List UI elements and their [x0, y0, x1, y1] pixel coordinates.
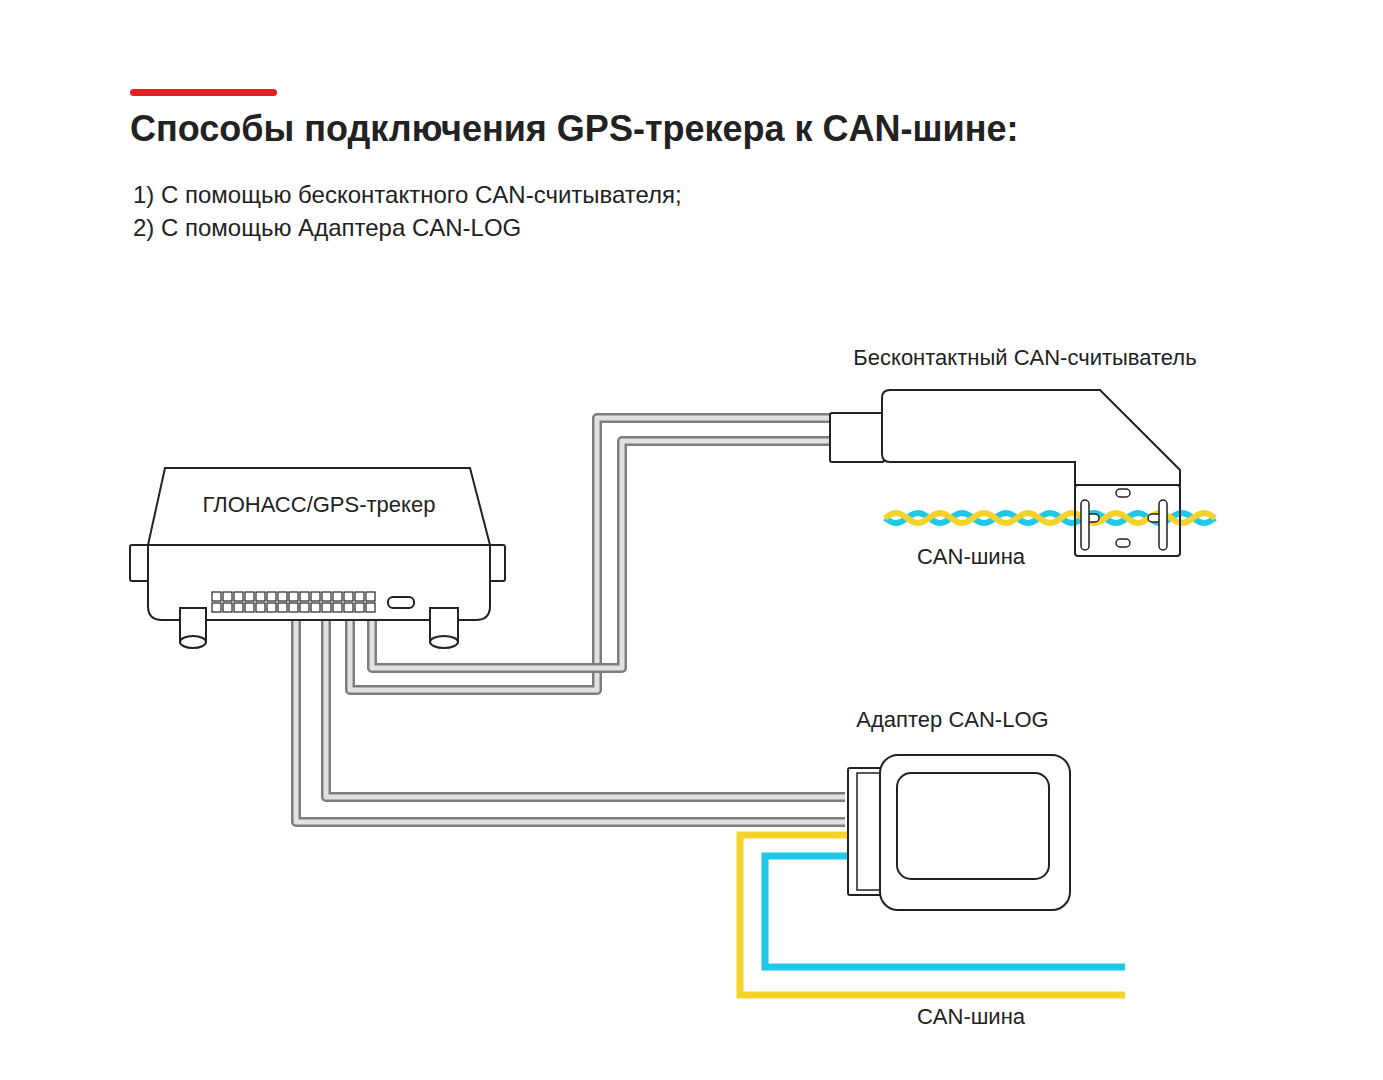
- reader-body: [882, 390, 1180, 485]
- box-label: ГЛОНАСС/GPS-трекер: [148, 492, 490, 518]
- connector-pin: [223, 592, 232, 601]
- adapter-body: [880, 755, 1070, 910]
- connector-pin: [256, 603, 265, 612]
- connector-pin: [289, 592, 298, 601]
- connector-pin: [223, 603, 232, 612]
- connector-pin: [366, 592, 375, 601]
- can-log-adapter: Адаптер CAN-LOG: [845, 705, 1075, 915]
- cable-inner: [326, 653, 845, 797]
- connector-pin: [311, 592, 320, 601]
- bracket-hole: [1116, 489, 1130, 497]
- cable-outer: [296, 653, 845, 822]
- connector-pin: [267, 603, 276, 612]
- connector-pin: [300, 592, 309, 601]
- bus-label: CAN-шина: [914, 544, 1028, 570]
- device-heading: Адаптер CAN-LOG: [845, 707, 1060, 733]
- connector-pin: [333, 603, 342, 612]
- connector-pin: [344, 592, 353, 601]
- mount-bracket: [1075, 485, 1180, 556]
- connector-pin: [256, 592, 265, 601]
- cable-collar: [830, 413, 884, 462]
- connector-pin: [245, 603, 254, 612]
- connector-pin: [289, 603, 298, 612]
- antenna-connector: [180, 636, 206, 648]
- connector-pin: [212, 592, 221, 601]
- adapter-face: [897, 773, 1049, 879]
- page-title: Способы подключения GPS-трекера к CAN-ши…: [130, 108, 1018, 150]
- cable-tie: [1081, 500, 1089, 550]
- device-heading: Бесконтактный CAN-считыватель: [830, 345, 1220, 371]
- connector-pin: [355, 592, 364, 601]
- connector-pin: [245, 592, 254, 601]
- can-reader-outline: [830, 343, 1220, 563]
- accent-bar: [130, 89, 277, 96]
- tracker-lid: [148, 468, 490, 545]
- connector-pin: [278, 603, 287, 612]
- connector-pin: [267, 592, 276, 601]
- connector-pin: [344, 603, 353, 612]
- connector-pin: [311, 603, 320, 612]
- bracket-hole: [1116, 539, 1130, 547]
- tracker-box: ГЛОНАСС/GPS-трекер: [130, 468, 505, 653]
- cable-connector: [296, 653, 845, 822]
- connector-pin: [278, 592, 287, 601]
- cable-inner: [296, 653, 845, 822]
- connector-pin: [366, 603, 375, 612]
- connector-pin: [355, 603, 364, 612]
- connector-pin: [234, 592, 243, 601]
- method-note: 2) С помощью Адаптера CAN-LOG: [130, 214, 524, 242]
- connector-pin: [234, 603, 243, 612]
- cable-outer: [326, 653, 845, 797]
- connector-pin: [212, 603, 221, 612]
- connector-pin: [300, 603, 309, 612]
- connector-pin: [333, 592, 342, 601]
- connector-pin: [322, 603, 331, 612]
- method-note: 1) С помощью бесконтактного CAN-считыват…: [130, 181, 685, 209]
- antenna-connector: [430, 636, 458, 648]
- bus-label: CAN-шина: [914, 1004, 1028, 1030]
- can-log-adapter-outline: [845, 705, 1075, 915]
- can-reader: Бесконтактный CAN-считыватель: [830, 343, 1220, 563]
- cable-tie: [1159, 500, 1167, 550]
- connector-pin: [322, 592, 331, 601]
- usb-port: [388, 597, 414, 608]
